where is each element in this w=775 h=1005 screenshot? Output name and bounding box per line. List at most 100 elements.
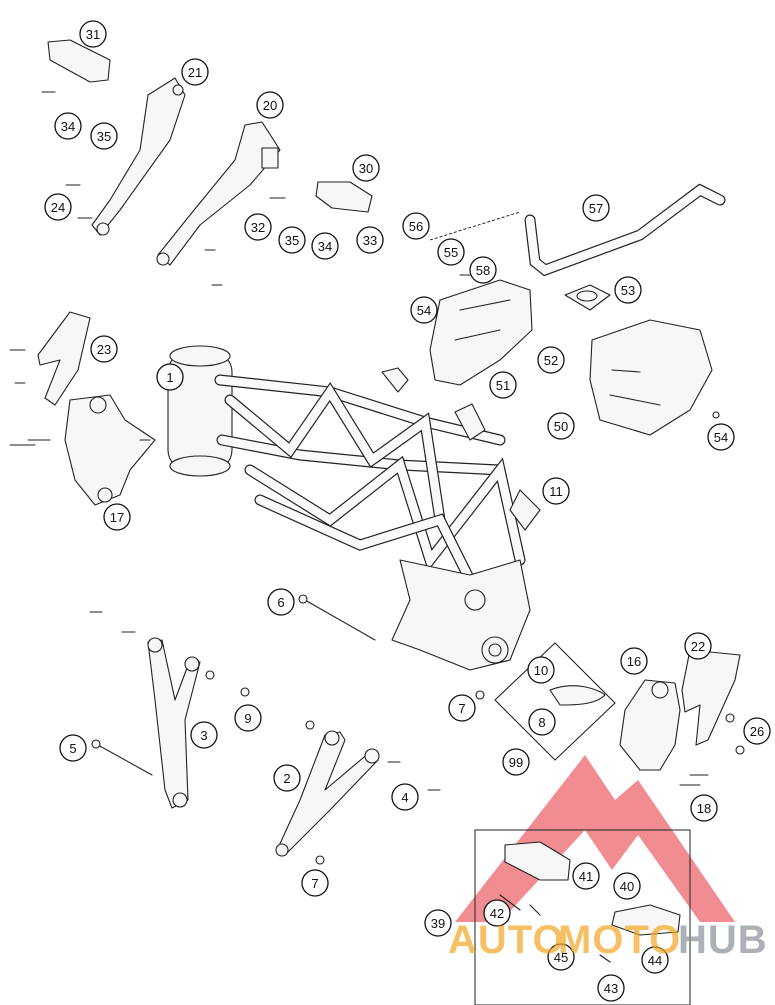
watermark-logo-triangle xyxy=(455,755,735,922)
watermark-part1: AUTO xyxy=(448,918,565,962)
callout-label: 40 xyxy=(620,879,634,894)
callout-c58: 58 xyxy=(469,256,497,284)
heel-guard-left xyxy=(37,311,91,406)
callout-label: 54 xyxy=(417,303,431,318)
callout-c35b: 35 xyxy=(278,226,306,254)
callout-label: 35 xyxy=(97,129,111,144)
callout-c41: 41 xyxy=(572,862,600,890)
callout-circle xyxy=(424,909,452,937)
callout-c50: 50 xyxy=(547,412,575,440)
callout-circle xyxy=(273,764,301,792)
callout-c9: 9 xyxy=(234,704,262,732)
callout-circle xyxy=(613,872,641,900)
callout-c24: 24 xyxy=(44,193,72,221)
callout-circle xyxy=(44,193,72,221)
callout-circle xyxy=(537,346,565,374)
callout-c7b: 7 xyxy=(301,869,329,897)
callout-circle xyxy=(547,412,575,440)
callout-label: 7 xyxy=(311,876,318,891)
callout-c23: 23 xyxy=(90,335,118,363)
callout-circle xyxy=(391,783,419,811)
callout-c44: 44 xyxy=(641,946,669,974)
callout-label: 9 xyxy=(244,711,251,726)
callout-c39: 39 xyxy=(424,909,452,937)
callout-label: 31 xyxy=(86,27,100,42)
callout-label: 54 xyxy=(714,430,728,445)
callout-circle xyxy=(597,974,625,1002)
callout-circle xyxy=(542,477,570,505)
callout-label: 45 xyxy=(554,950,568,965)
callout-circle xyxy=(256,91,284,119)
callout-circle xyxy=(489,371,517,399)
callout-label: 57 xyxy=(589,201,603,216)
heel-guard-right xyxy=(681,649,741,746)
callout-circle xyxy=(90,335,118,363)
callout-circle xyxy=(90,122,118,150)
callout-label: 4 xyxy=(401,790,408,805)
callout-c2: 2 xyxy=(273,764,301,792)
long-bolt-6 xyxy=(298,594,376,641)
callout-label: 42 xyxy=(490,906,504,921)
callout-label: 51 xyxy=(496,378,510,393)
callout-circle xyxy=(641,946,669,974)
callout-label: 53 xyxy=(621,283,635,298)
callout-c20: 20 xyxy=(256,91,284,119)
callout-circle xyxy=(483,899,511,927)
callout-label: 30 xyxy=(359,161,373,176)
callout-circle xyxy=(267,588,295,616)
callout-label: 44 xyxy=(648,953,662,968)
callout-circle xyxy=(190,721,218,749)
callout-c18: 18 xyxy=(690,794,718,822)
footrest-plate-right xyxy=(619,679,681,771)
callout-c45: 45 xyxy=(547,943,575,971)
callout-label: 7 xyxy=(458,701,465,716)
callout-circle xyxy=(54,112,82,140)
callout-circle xyxy=(234,704,262,732)
callout-label: 56 xyxy=(409,219,423,234)
callout-circle xyxy=(356,226,384,254)
callout-circle xyxy=(156,363,184,391)
callout-c16: 16 xyxy=(620,647,648,675)
callout-circle xyxy=(244,213,272,241)
callout-circle xyxy=(278,226,306,254)
callout-circle xyxy=(181,58,209,86)
callout-circle xyxy=(707,423,735,451)
callout-c17: 17 xyxy=(103,503,131,531)
callout-circle xyxy=(684,632,712,660)
callout-c56: 56 xyxy=(402,212,430,240)
footrest-plate-left xyxy=(64,394,156,506)
callout-label: 33 xyxy=(363,233,377,248)
callout-circle xyxy=(410,296,438,324)
footpeg-rear xyxy=(315,181,373,213)
callout-c30: 30 xyxy=(352,154,380,182)
callout-circle xyxy=(79,20,107,48)
callout-c32: 32 xyxy=(244,213,272,241)
footrest-bracket-rear xyxy=(156,121,281,266)
watermark-part3: HUB xyxy=(678,918,768,962)
plate-kit-box xyxy=(494,642,616,761)
callout-circle xyxy=(572,862,600,890)
callout-label: 52 xyxy=(544,353,558,368)
callout-circle xyxy=(547,943,575,971)
callout-c33: 33 xyxy=(356,226,384,254)
callout-circle xyxy=(528,708,556,736)
callout-c11: 11 xyxy=(542,477,570,505)
fuel-tank-right xyxy=(589,319,713,436)
callout-c53: 53 xyxy=(614,276,642,304)
callout-label: 41 xyxy=(579,869,593,884)
footrest-bracket-front xyxy=(91,77,186,236)
callout-c3: 3 xyxy=(190,721,218,749)
callout-label: 3 xyxy=(200,728,207,743)
callout-label: 10 xyxy=(534,663,548,678)
filler-flange xyxy=(564,284,611,311)
callout-c31: 31 xyxy=(79,20,107,48)
callout-circle xyxy=(527,656,555,684)
callout-label: 55 xyxy=(444,245,458,260)
callout-c34a: 34 xyxy=(54,112,82,140)
callout-circle xyxy=(352,154,380,182)
callout-c55: 55 xyxy=(437,238,465,266)
callout-c10: 10 xyxy=(527,656,555,684)
callout-c8: 8 xyxy=(528,708,556,736)
callout-label: 99 xyxy=(509,755,523,770)
